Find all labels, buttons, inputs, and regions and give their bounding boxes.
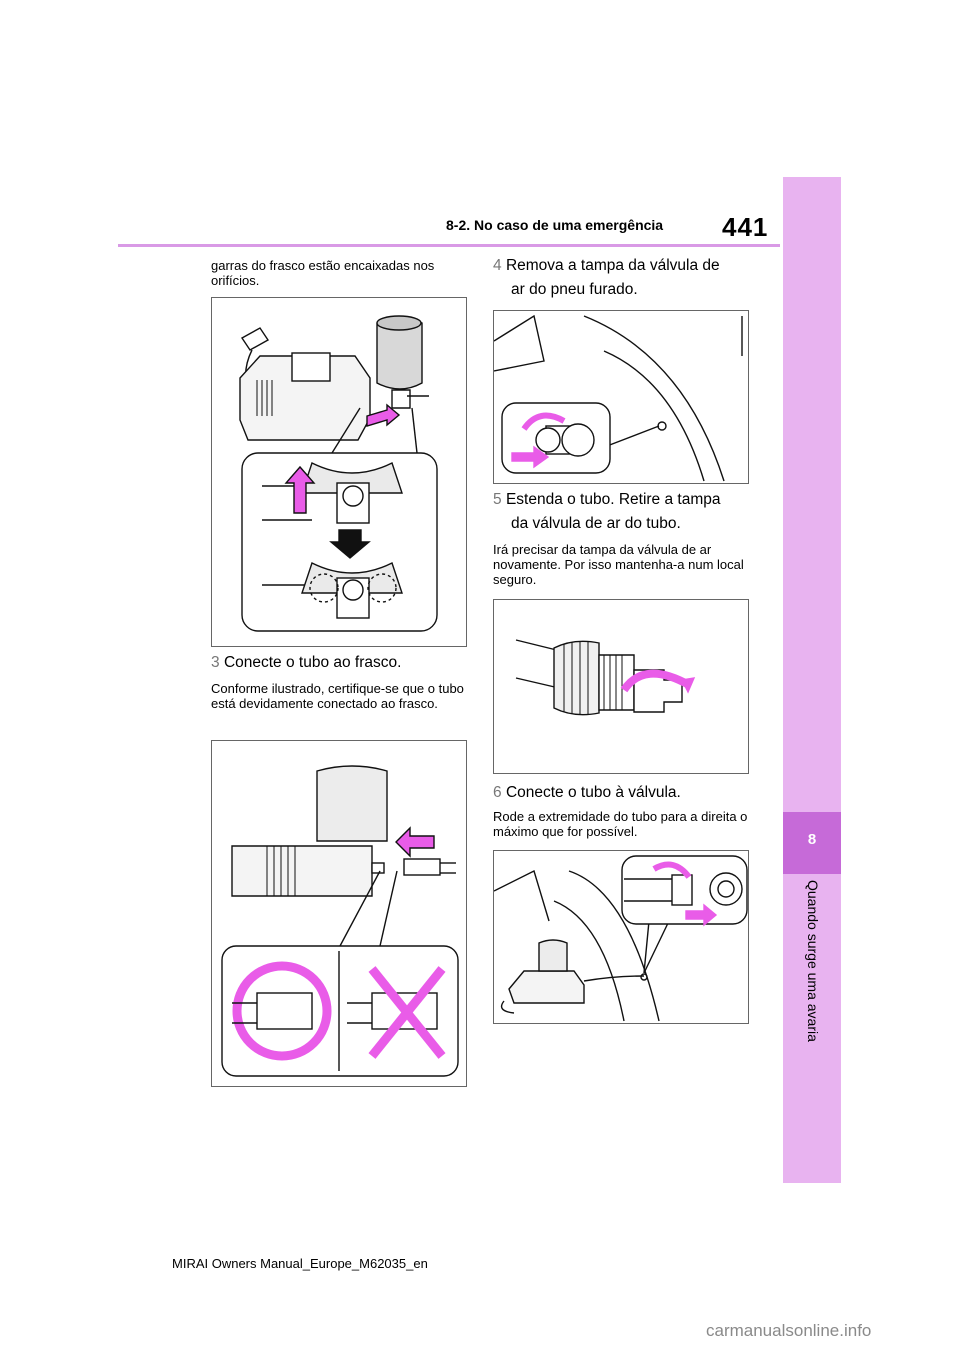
step3-text: Conforme ilustrado, certifique-se que o … bbox=[211, 681, 464, 711]
valve-cap-illustration bbox=[494, 314, 743, 482]
figure-valve-cap-removal bbox=[493, 310, 749, 484]
step4-number: 4 bbox=[493, 257, 502, 274]
step6-number: 6 bbox=[493, 784, 502, 801]
figure-hose-cap bbox=[493, 599, 749, 774]
chapter-number-box bbox=[783, 812, 841, 874]
step3-number: 3 bbox=[211, 654, 220, 671]
step6-text: Rode a extremidade do tubo para a direit… bbox=[493, 809, 748, 839]
step6-heading: 6 Conecte o tubo à válvula. bbox=[493, 781, 773, 805]
tube-connection-illustration bbox=[221, 765, 459, 1077]
step4-title-line2: ar do pneu furado. bbox=[511, 281, 638, 298]
header-rule bbox=[118, 244, 780, 247]
chapter-title-text: Quando surge uma avaria bbox=[805, 880, 821, 1042]
step5-title-line2: da válvula de ar do tubo. bbox=[511, 515, 681, 532]
step3-heading: 3 Conecte o tubo ao frasco. bbox=[211, 651, 476, 675]
chapter-side-tab bbox=[783, 177, 841, 1183]
figure-bottle-installation bbox=[211, 297, 467, 647]
bottle-installation-illustration bbox=[239, 315, 438, 632]
figure-tube-connection bbox=[211, 740, 467, 1087]
figure-hose-to-valve bbox=[493, 850, 749, 1024]
footer-manual-name: MIRAI Owners Manual_Europe_M62035_en bbox=[172, 1256, 428, 1271]
page-number: 441 bbox=[722, 212, 769, 242]
watermark: carmanualsonline.info bbox=[706, 1321, 872, 1340]
step5-heading: 5 Estenda o tubo. Retire a tampa bbox=[493, 488, 773, 512]
chapter-title: Quando surge uma avaria bbox=[805, 880, 835, 1180]
step4-heading: 4 Remova a tampa da válvula de bbox=[493, 254, 773, 278]
step4-title-line1: Remova a tampa da válvula de bbox=[505, 257, 720, 274]
section-header: 8-2. No caso de uma emergência bbox=[446, 217, 664, 233]
step6-title: Conecte o tubo à válvula. bbox=[505, 784, 681, 801]
hose-cap-illustration bbox=[515, 639, 696, 716]
intro-text: garras do frasco estão encaixadas nos or… bbox=[211, 258, 435, 288]
chapter-number: 8 bbox=[807, 831, 817, 848]
hose-to-valve-illustration bbox=[494, 855, 748, 1022]
step5-number: 5 bbox=[493, 491, 502, 508]
step5-title-line1: Estenda o tubo. Retire a tampa bbox=[505, 491, 721, 508]
step3-title: Conecte o tubo ao frasco. bbox=[223, 654, 402, 671]
step5-text: Irá precisar da tampa da válvula de ar n… bbox=[493, 542, 744, 587]
